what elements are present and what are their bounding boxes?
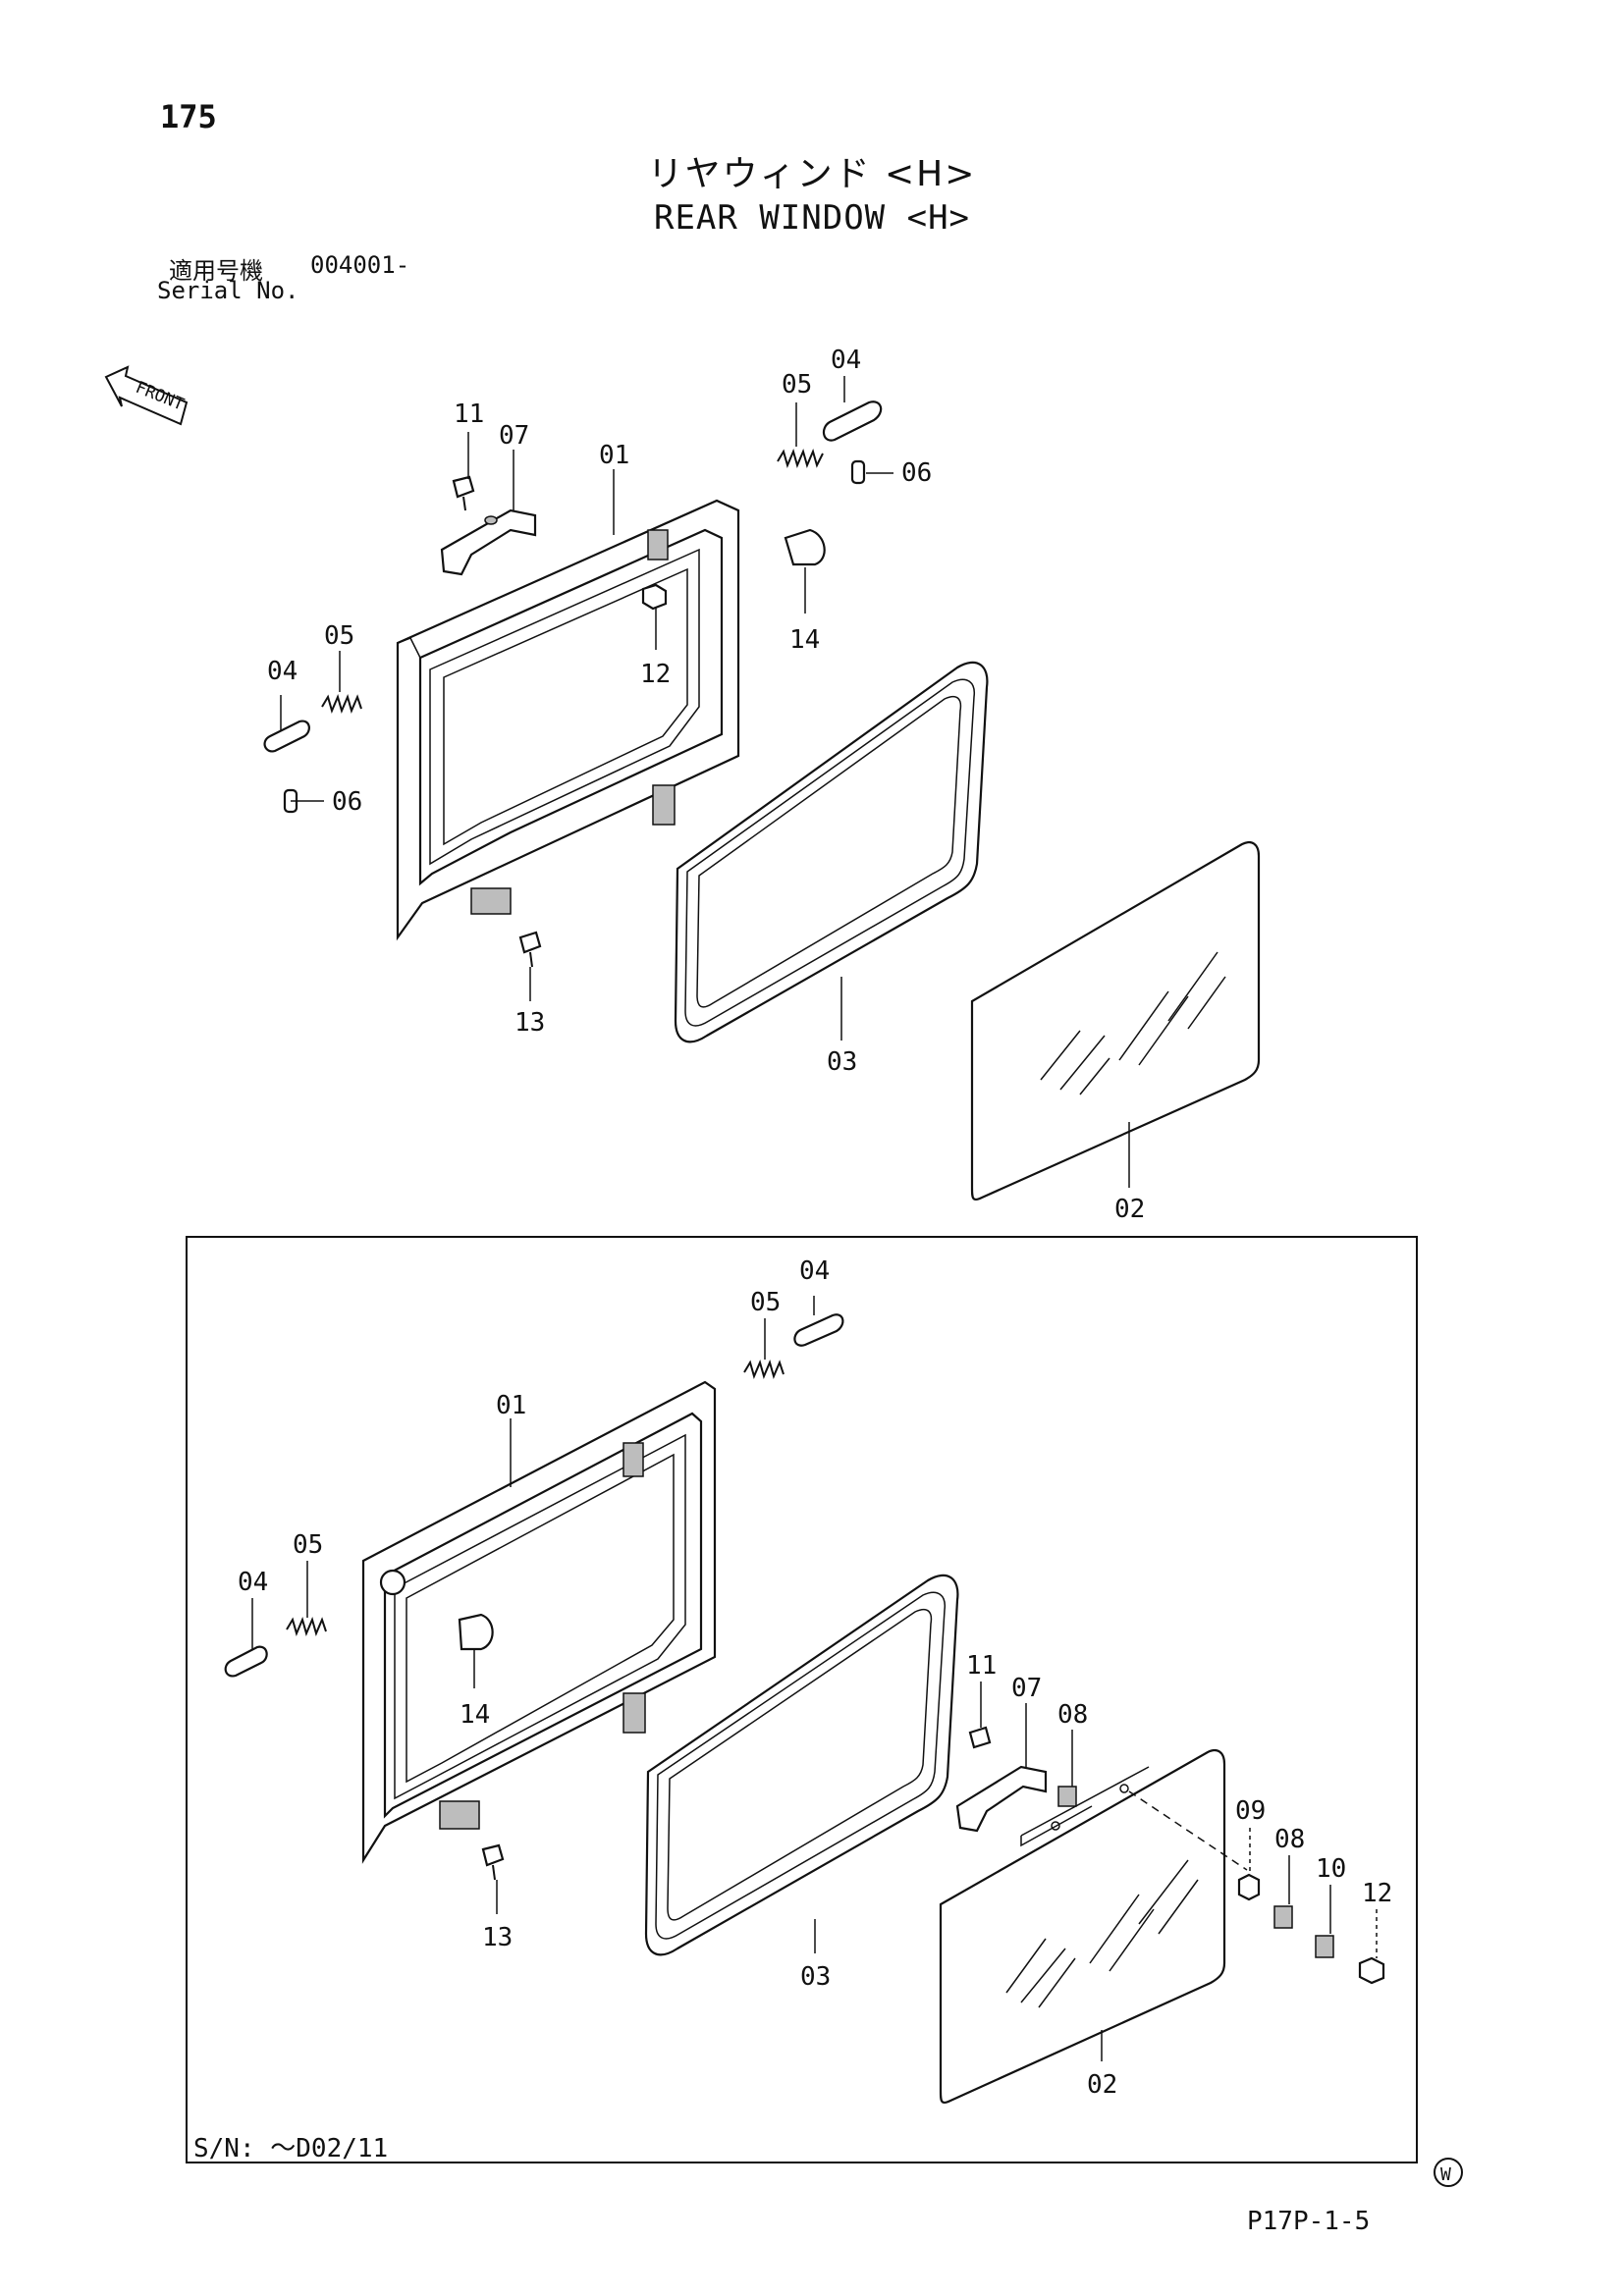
spring-05-bottom-right — [743, 1360, 785, 1379]
callout-04: 04 — [267, 657, 298, 686]
bolt-13-top — [518, 931, 542, 968]
maker-mark-icon: W — [1434, 2158, 1463, 2187]
knob-14-top — [784, 528, 826, 566]
callout-13: 13 — [514, 1008, 545, 1038]
callout-05: 05 — [324, 621, 354, 651]
seal-03-bottom — [644, 1574, 959, 1956]
callout-04: 04 — [831, 346, 861, 375]
hinge-top-lower — [470, 887, 512, 915]
pin-04-top-right — [822, 400, 883, 442]
glass-02-top — [970, 840, 1261, 1201]
callout-01: 01 — [496, 1391, 526, 1420]
callout-06: 06 — [901, 458, 932, 488]
handle-07-bottom — [955, 1765, 1048, 1833]
callout-12: 12 — [1362, 1879, 1392, 1908]
callout-08: 08 — [1057, 1700, 1088, 1730]
callouts-top: 11 07 01 05 04 06 14 12 05 04 06 13 03 0… — [267, 346, 1145, 1224]
callout-06: 06 — [332, 787, 362, 817]
window-frame-01-bottom — [361, 1380, 717, 1864]
callout-01: 01 — [599, 441, 629, 470]
variant-box — [186, 1236, 1418, 2163]
callout-14: 14 — [789, 625, 820, 655]
plate-08-upper — [1057, 1786, 1077, 1807]
seal-03-top — [674, 661, 989, 1043]
callout-08: 08 — [1274, 1825, 1305, 1854]
bolt-13-bottom — [481, 1843, 505, 1881]
pin-04-top-left — [263, 720, 310, 753]
callout-03: 03 — [827, 1047, 857, 1077]
hinge-bottom-lower — [439, 1800, 480, 1830]
serial-label-en: Serial No. — [157, 277, 299, 304]
serial-range-label: S/N: ～D02/11 — [193, 2134, 389, 2163]
page-code: P17P-1-5 — [1247, 2207, 1371, 2236]
page-title-en: REAR WINDOW <H> — [653, 198, 971, 238]
front-arrow-icon: FRONT — [104, 365, 189, 426]
callout-07: 07 — [499, 421, 529, 451]
page-number: 175 — [160, 98, 217, 135]
callout-04: 04 — [238, 1568, 268, 1597]
callout-11: 11 — [454, 400, 484, 429]
bolt-11-bottom — [968, 1726, 992, 1749]
bolt-11-top — [452, 475, 475, 511]
callout-14: 14 — [460, 1700, 490, 1730]
glass-02-bottom — [939, 1748, 1248, 2105]
page-title-ja: リヤウィンド <H> — [647, 154, 977, 194]
plate-08-lower — [1273, 1905, 1293, 1929]
leader-lines-bottom — [251, 1296, 1378, 2061]
hinge-bottom-right — [623, 1692, 646, 1734]
callout-11: 11 — [966, 1651, 997, 1681]
serial-value: 004001- — [310, 251, 410, 279]
callouts-bottom: 05 04 01 05 04 14 11 07 08 09 08 10 12 1… — [238, 1256, 1392, 2100]
spring-05-top-right — [777, 449, 824, 468]
callout-09: 09 — [1235, 1796, 1266, 1826]
hinge-top-right — [652, 784, 676, 826]
nut-12-bottom — [1358, 1956, 1385, 1985]
serial-label-ja: 適用号機 — [169, 257, 263, 285]
handle-07-top — [440, 508, 537, 576]
callout-02: 02 — [1087, 2070, 1117, 2100]
callout-13: 13 — [482, 1923, 513, 1952]
callout-02: 02 — [1114, 1195, 1145, 1224]
callout-10: 10 — [1316, 1854, 1346, 1884]
callout-03: 03 — [800, 1962, 831, 1992]
spring-05-top-left — [321, 694, 362, 714]
pin-04-bottom-left — [224, 1645, 268, 1678]
callout-05: 05 — [293, 1530, 323, 1560]
callout-04: 04 — [799, 1256, 830, 1286]
callout-07: 07 — [1011, 1674, 1042, 1703]
knob-14-bottom — [379, 1569, 494, 1651]
front-label: FRONT — [133, 378, 187, 415]
leader-lines-top — [280, 376, 1130, 1188]
plate-10-bottom — [1315, 1935, 1334, 1958]
nut-09-bottom — [1237, 1873, 1261, 1901]
nut-12-top — [641, 583, 668, 611]
maker-mark: W — [1440, 2164, 1451, 2185]
callout-05: 05 — [750, 1288, 781, 1317]
spring-05-bottom-left — [286, 1617, 327, 1636]
callout-05: 05 — [782, 370, 812, 400]
pin-06-top-right — [850, 459, 866, 485]
pin-04-bottom-right — [793, 1313, 844, 1347]
window-frame-01-top — [396, 499, 740, 941]
callout-12: 12 — [640, 660, 671, 689]
